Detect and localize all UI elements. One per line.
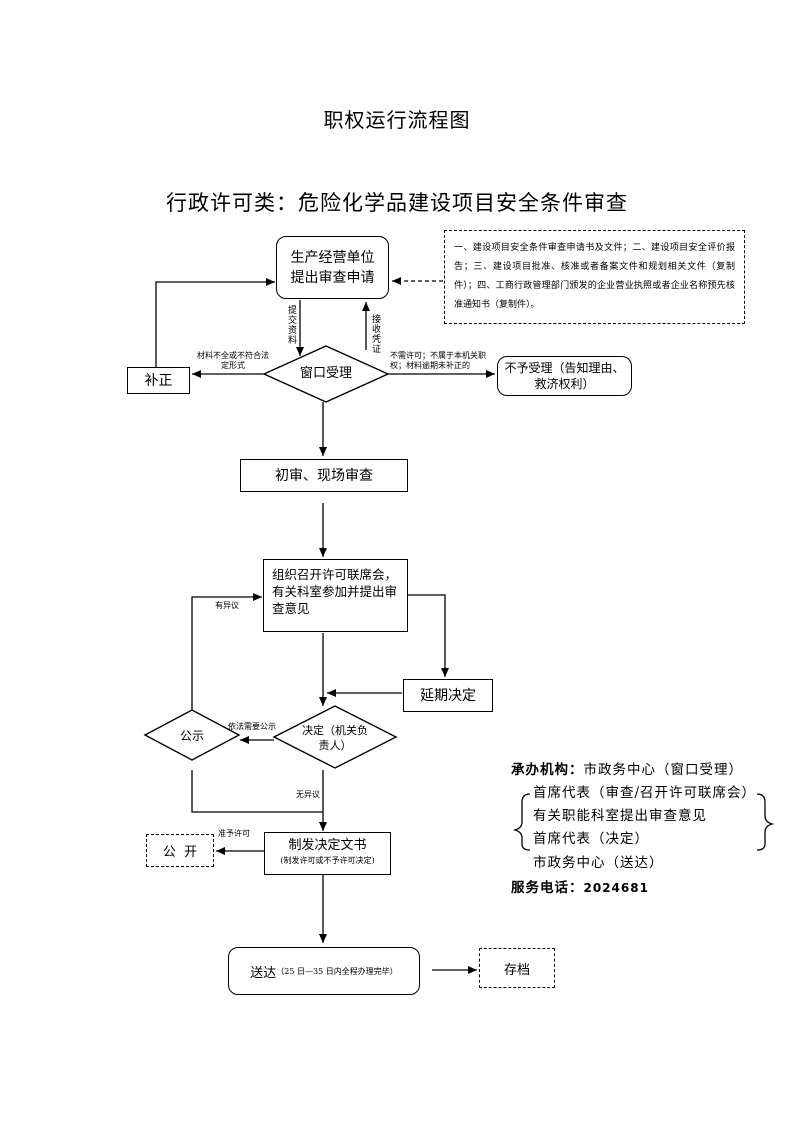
joint-meeting-box: 组织召开许可联席会，有关科室参加并提出审查意见 [263, 559, 408, 632]
org-value: 市政务中心（窗口受理） [583, 762, 743, 778]
publicity-label: 公示 [179, 728, 204, 743]
initial-review-label: 初审、现场审查 [275, 467, 373, 484]
extend-label: 延期决定 [420, 687, 476, 704]
edge-no-objection-label: 无异议 [296, 790, 320, 799]
edge-objection-label: 有异议 [215, 601, 239, 610]
window-diamond [262, 345, 390, 403]
edge-grant-label: 准予许可 [218, 829, 250, 838]
org-label: 承办机构： [511, 762, 584, 778]
edge-incomplete-label: 材料不全或不符合法定形式 [197, 351, 269, 370]
publicity-diamond [143, 709, 241, 761]
decision-diamond [272, 705, 398, 769]
supplement-label: 补正 [144, 372, 173, 389]
materials-note-box: 一、建设项目安全条件审查申请书及文件；二、建设项目安全评价报告；三、建设项目批准… [444, 230, 745, 324]
info-item-last: 市政务中心（送达） [533, 855, 664, 871]
initial-review-box: 初审、现场审查 [240, 459, 408, 492]
org-line: 承办机构：市政务中心（窗口受理） [511, 759, 743, 782]
supplement-box: 补正 [127, 367, 190, 394]
apply-label: 生产经营单位提出审查申请 [290, 249, 375, 286]
page-title: 职权运行流程图 [323, 108, 471, 132]
edge-receipt-label: 接收凭证 [370, 314, 380, 354]
reject-label: 不予受理（告知理由、救济权利） [504, 361, 625, 391]
archive-label: 存档 [503, 962, 530, 978]
phone-line: 服务电话：2024681 [511, 877, 649, 900]
deliver-note: （25 日—35 日内全程办理完毕） [276, 966, 398, 976]
decision-label: 决定（机关负责人） [302, 724, 368, 752]
apply-box: 生产经营单位提出审查申请 [276, 236, 389, 299]
archive-box: 存档 [479, 948, 555, 988]
issue-doc-box: 制发决定文书 (制发许可或不予许可决定) [264, 832, 391, 875]
info-item-3: 首席代表（决定） [533, 831, 649, 847]
phone-label: 服务电话： [511, 880, 584, 896]
left-brace [512, 793, 531, 851]
deliver-box: 送达 （25 日—35 日内全程办理完毕） [228, 947, 420, 995]
disclose-box: 公 开 [146, 834, 214, 867]
edge-need-publicity-label: 依法需要公示 [228, 722, 276, 731]
phone-value: 2024681 [583, 881, 649, 895]
joint-meeting-label: 组织召开许可联席会，有关科室参加并提出审查意见 [272, 567, 398, 616]
issue-doc-note: (制发许可或不予许可决定) [280, 856, 375, 865]
deliver-label: 送达 [250, 965, 277, 981]
info-item-1: 首席代表（审查/召开许可联席会） [533, 785, 757, 801]
disclose-label: 公 开 [162, 845, 198, 860]
edge-submit-label: 提交资料 [286, 305, 296, 345]
right-brace [756, 793, 775, 851]
materials-note-text: 一、建设项目安全条件审查申请书及文件；二、建设项目安全评价报告；三、建设项目批准… [454, 243, 735, 310]
extend-box: 延期决定 [403, 679, 493, 712]
info-item-2: 有关职能科室提出审查意见 [533, 808, 707, 824]
issue-doc-label: 制发决定文书 [288, 838, 367, 853]
edge-no-permit-label: 不需许可；不属于本机关职权；材料逾期未补正的 [390, 351, 486, 370]
page-subtitle: 行政许可类：危险化学品建设项目安全条件审查 [166, 191, 628, 215]
window-label: 窗口受理 [299, 366, 352, 381]
reject-box: 不予受理（告知理由、救济权利） [497, 356, 632, 396]
